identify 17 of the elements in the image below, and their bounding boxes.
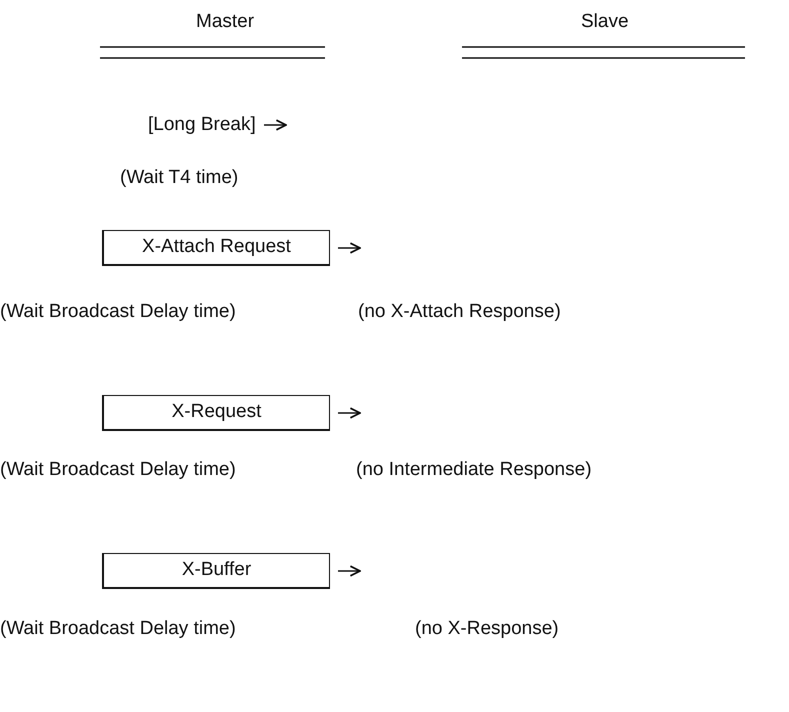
arrow bbox=[338, 407, 361, 419]
response-note: (no X-Attach Response) bbox=[358, 300, 561, 324]
wait-note: (Wait Broadcast Delay time) bbox=[0, 300, 236, 324]
arrow bbox=[338, 242, 361, 254]
message-box: X-Attach Request bbox=[102, 230, 330, 266]
arrow bbox=[264, 119, 287, 131]
wait-note: (Wait Broadcast Delay time) bbox=[0, 617, 236, 641]
message-text: [Long Break] bbox=[148, 113, 256, 137]
column-heading: Master bbox=[196, 10, 254, 34]
column-heading: Slave bbox=[581, 10, 629, 34]
response-note: (no Intermediate Response) bbox=[356, 458, 592, 482]
message-box: X-Request bbox=[102, 395, 330, 431]
arrow bbox=[338, 565, 361, 577]
wait-note: (Wait T4 time) bbox=[120, 166, 238, 190]
message-box: X-Buffer bbox=[102, 553, 330, 589]
response-note: (no X-Response) bbox=[415, 617, 559, 641]
wait-note: (Wait Broadcast Delay time) bbox=[0, 458, 236, 482]
